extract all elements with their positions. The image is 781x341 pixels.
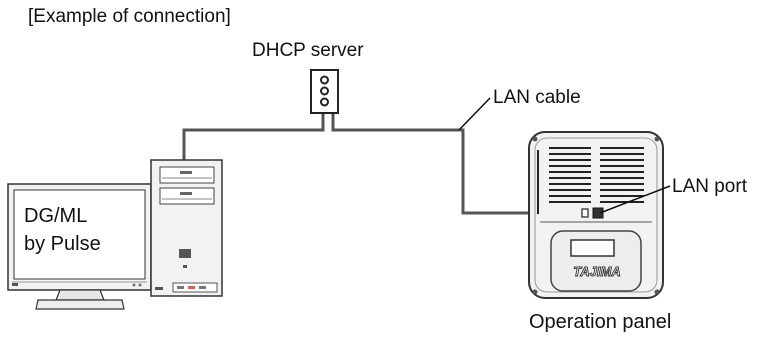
lan-cable-label: LAN cable (493, 87, 581, 108)
cable-to-pc (182, 113, 325, 160)
lan-port-label: LAN port (672, 176, 748, 197)
lan-port-leader (599, 185, 671, 214)
lan-cable-leader (458, 97, 491, 131)
dhcp-server-icon (310, 69, 339, 114)
panel-logo: TAJIMA (573, 264, 620, 279)
lan-cables (182, 113, 590, 215)
dhcp-server-label: DHCP server (252, 40, 364, 61)
monitor-label-line2: by Pulse (24, 233, 101, 255)
lan-port-icon (581, 207, 604, 219)
monitor-icon (7, 183, 152, 310)
monitor-label-line1: DG/ML (24, 205, 87, 227)
cable-to-panel (331, 113, 590, 215)
diagram-title: [Example of connection] (28, 6, 231, 27)
pc-tower-icon (150, 159, 223, 297)
operation-panel-label: Operation panel (529, 311, 671, 333)
